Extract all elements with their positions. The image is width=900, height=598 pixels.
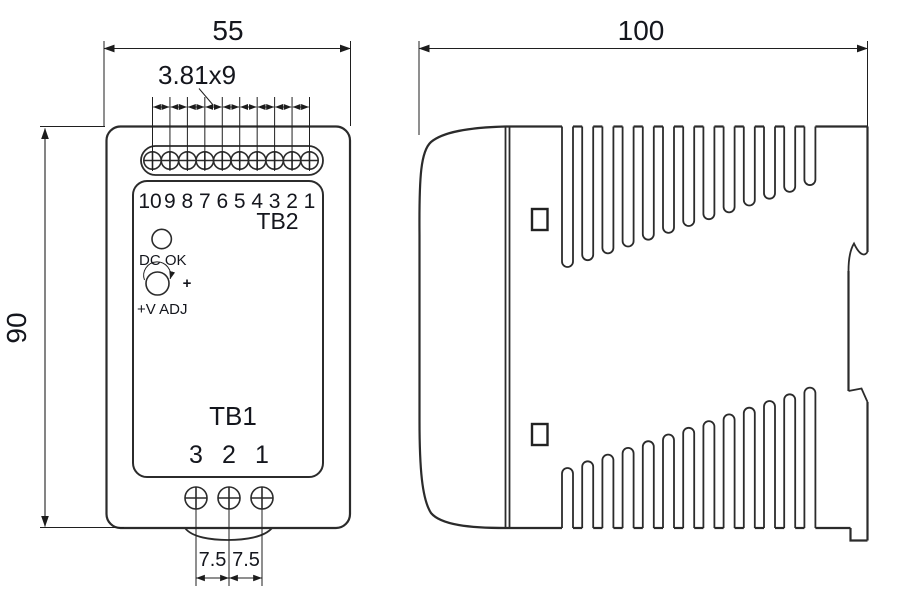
tb1-extension-lines — [195, 509, 263, 586]
tb2-label: TB2 — [256, 208, 298, 234]
dim-75-left-label: 7.5 — [199, 549, 227, 571]
square-vent-bottom — [530, 422, 549, 447]
tb2-number-5: 5 — [234, 190, 246, 213]
din-hook-top — [847, 241, 869, 272]
tb1-number-1: 1 — [255, 441, 269, 469]
dimensions — [40, 41, 868, 582]
side-view — [418, 125, 869, 542]
tb1-number-2: 2 — [222, 441, 236, 469]
leader-381 — [198, 88, 214, 106]
dim-75-right-label: 7.5 — [232, 549, 260, 571]
vent-slots-bottom — [561, 386, 817, 528]
tb2-terminal-strip — [140, 145, 324, 176]
vent-slots-top — [561, 126, 817, 268]
v-adj-pot — [145, 271, 170, 296]
tb2-number-9: 9 — [164, 190, 176, 213]
dim-height-label: 90 — [1, 312, 32, 343]
dim-width-label: 55 — [212, 15, 243, 46]
rear-foot — [849, 528, 868, 542]
v-adj-rotation-arrow — [143, 261, 176, 281]
v-adj-label: +V ADJ — [137, 301, 187, 318]
tb1-terminal-screws — [184, 486, 274, 510]
tb2-number-7: 7 — [199, 190, 211, 213]
case-outline — [105, 125, 352, 530]
tb1-number-3: 3 — [189, 441, 203, 469]
label-panel — [132, 180, 324, 478]
tb2-number-6: 6 — [216, 190, 228, 213]
din-latch — [848, 387, 869, 403]
tb2-number-3: 3 — [269, 190, 281, 213]
tb2-pitch-chain — [152, 97, 310, 171]
tb2-terminal-numbers: 10 9 8 7 6 5 4 3 2 1 — [138, 190, 315, 213]
dim-depth-label: 100 — [618, 15, 665, 46]
dc-ok-label: DC OK — [139, 252, 187, 269]
dc-ok-led — [151, 228, 173, 250]
square-vent-top — [530, 207, 549, 232]
tb1-label: TB1 — [209, 401, 257, 431]
dim-pitch-label: 3.81x9 — [158, 60, 236, 90]
side-front-profile — [418, 125, 506, 530]
tb2-number-4: 4 — [251, 190, 263, 213]
tb1-terminal-numbers: 3 2 1 — [189, 441, 269, 469]
tb2-number-1: 1 — [304, 190, 316, 213]
v-adj-plus-sign: + — [183, 275, 192, 292]
tb2-number-10: 10 — [138, 190, 161, 213]
tb2-number-8: 8 — [182, 190, 194, 213]
tb2-number-2: 2 — [286, 190, 298, 213]
